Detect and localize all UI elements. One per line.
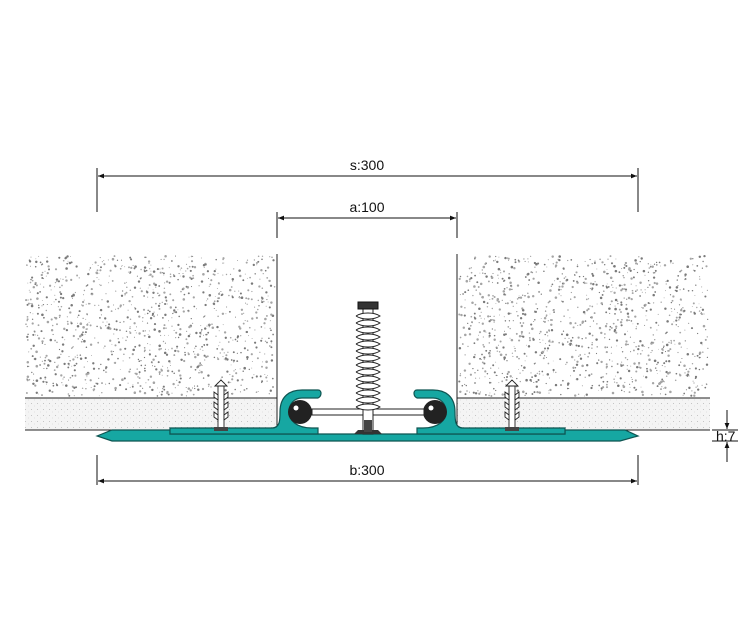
dimension-b-label: b:300 [349,462,384,478]
center-bolt-spring [354,301,382,435]
left-aluminium-profile [169,389,322,435]
dimension-h: h:7 [712,410,738,462]
dimension-h-label: h:7 [716,428,736,444]
left-concrete-texture [25,255,276,397]
dimension-s-label: s:300 [350,157,384,173]
left-concrete-slab [25,254,277,398]
screed-layer [25,397,710,431]
left-anchor-dowel [213,379,229,431]
right-aluminium-profile [413,389,566,435]
dimension-a: a:100 [276,199,458,238]
right-concrete-texture [458,254,709,397]
spring-coil [355,312,381,411]
dimension-b: b:300 [96,455,639,485]
right-concrete-slab [457,254,710,398]
right-anchor-dowel [504,379,520,431]
dimension-s: s:300 [96,157,639,212]
joint-gap-edges [276,254,458,430]
dimension-a-label: a:100 [349,199,384,215]
